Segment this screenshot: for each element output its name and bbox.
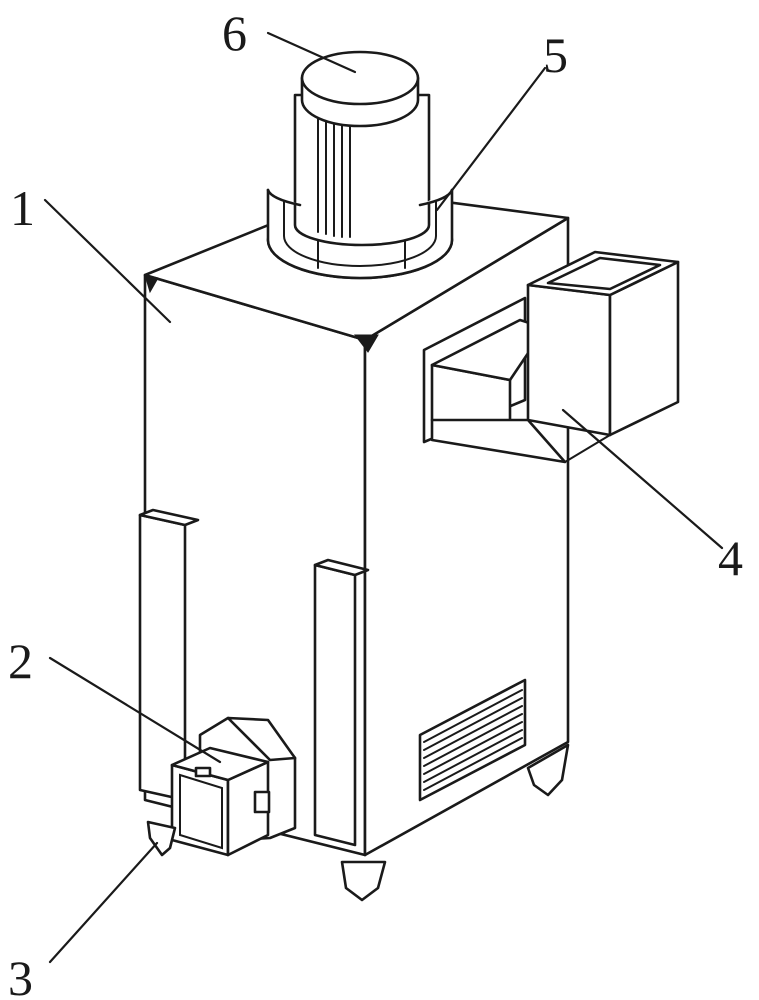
outlet-port — [170, 716, 297, 857]
front-strips — [138, 508, 370, 847]
label-body: 1 — [10, 180, 35, 236]
motor — [266, 50, 454, 247]
label-motor: 6 — [222, 5, 247, 61]
leader-lines — [43, 31, 724, 964]
label-motor-mount: 5 — [543, 27, 568, 83]
support-feet — [146, 743, 570, 902]
label-foot: 3 — [8, 950, 33, 1000]
inlet-hopper — [422, 250, 680, 464]
vent-grille — [418, 678, 527, 802]
label-inlet-hopper: 4 — [718, 530, 743, 586]
label-outlet: 2 — [8, 633, 33, 689]
reference-numerals: 1 2 3 4 5 6 — [8, 5, 743, 1000]
